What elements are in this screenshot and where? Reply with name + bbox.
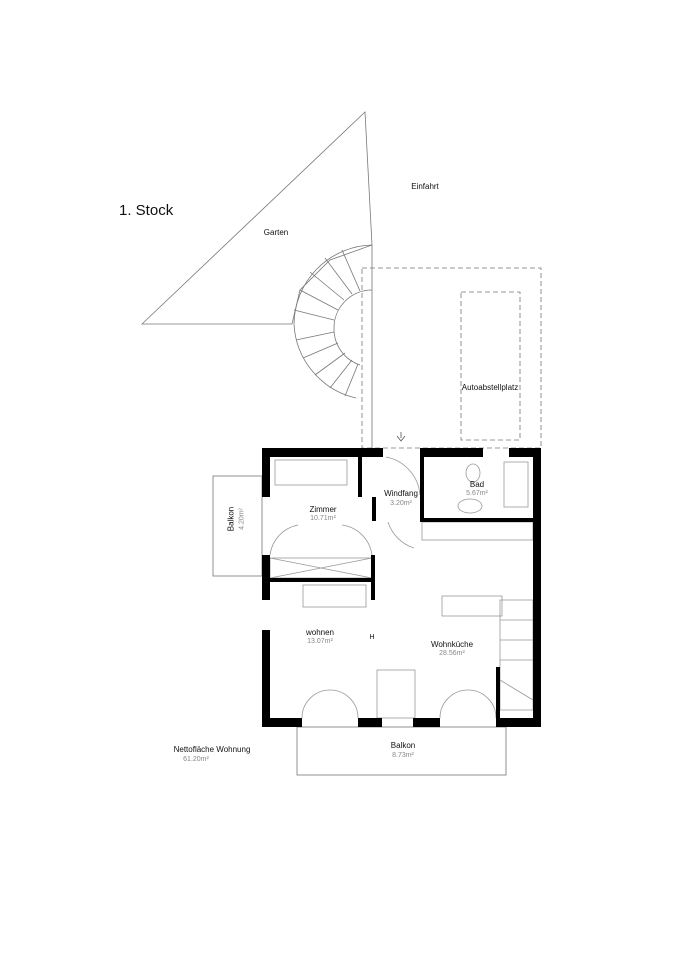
label-einfahrt: Einfahrt [411,182,439,191]
room-name-bad: Bad [469,480,485,489]
room-area-balkon-left: 4.20m² [238,508,246,530]
room-area-wohnen: 13.07m² [307,638,333,645]
walls [262,448,541,727]
room-name-balkon-left: Balkon [226,506,236,532]
room-name-wohnen: wohnen [305,628,335,637]
garden-outline [140,111,373,325]
label-garten: Garten [263,228,289,237]
floor-title: 1. Stock [119,202,174,219]
net-area-value: 61.20m² [183,756,209,763]
room-area-wohnkueche: 28.56m² [439,650,465,657]
room-name-windfang: Windfang [384,489,418,498]
room-area-balkon-bottom: 8.73m² [392,752,414,759]
net-area-label: Nettofläche Wohnung [173,745,251,754]
carport-outline [361,267,542,449]
room-area-windfang: 3.20m² [390,500,412,507]
spiral-staircase [293,244,373,399]
label-autoabstellplatz: Autoabstellplatz [461,383,519,392]
room-name-wohnkueche: Wohnküche [430,640,474,649]
room-name-balkon-bottom: Balkon [390,741,416,750]
room-area-bad: 5.67m² [466,490,488,497]
balcony-bottom-outline [296,726,507,776]
room-name-zimmer: Zimmer [309,505,337,514]
balcony-left-outline [212,475,263,577]
marker-h: H [369,634,375,641]
room-area-zimmer: 10.71m² [310,515,336,522]
